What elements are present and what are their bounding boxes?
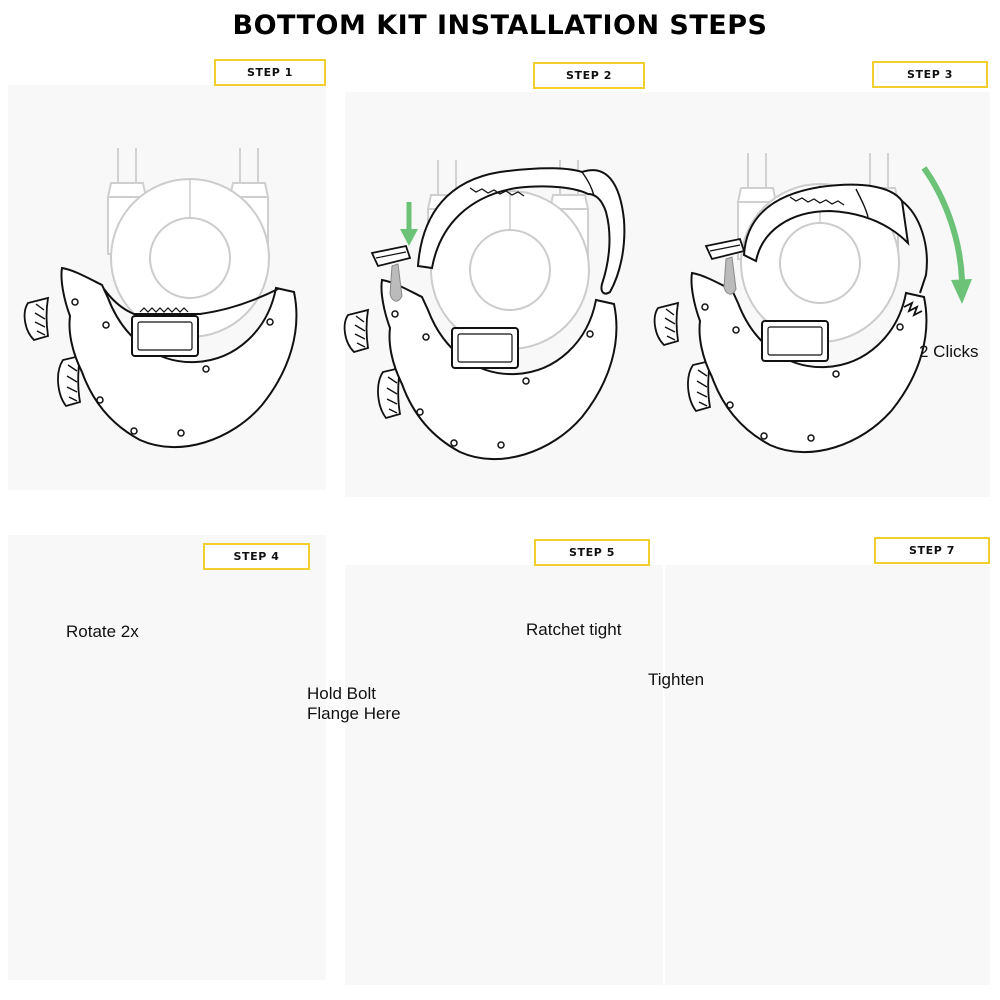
hold-bolt-line-1: Hold Bolt [307, 684, 376, 703]
panel-background-4 [8, 535, 326, 980]
ratchet-label: Ratchet tight [526, 620, 622, 639]
hold-bolt-label: Hold Bolt Flange Here [307, 684, 401, 724]
step-2-label: STEP 2 [533, 62, 645, 89]
rotate-label: Rotate 2x [66, 622, 139, 641]
step-1-illustration [23, 147, 298, 449]
panel-background-5 [345, 565, 663, 985]
step-3-illustration [653, 152, 972, 454]
step-2-illustration [343, 159, 626, 461]
step-1-label: STEP 1 [214, 59, 326, 86]
hold-bolt-line-2: Flange Here [307, 704, 401, 723]
step-3-label: STEP 3 [872, 61, 988, 88]
step-4-label: STEP 4 [203, 543, 310, 570]
step-5-label: STEP 5 [534, 539, 650, 566]
step-7-label: STEP 7 [874, 537, 990, 564]
panel-background-6 [665, 565, 990, 985]
clicks-label: 2 Clicks [919, 342, 979, 361]
tighten-label: Tighten [648, 670, 705, 689]
page-title: BOTTOM KIT INSTALLATION STEPS [232, 10, 768, 41]
